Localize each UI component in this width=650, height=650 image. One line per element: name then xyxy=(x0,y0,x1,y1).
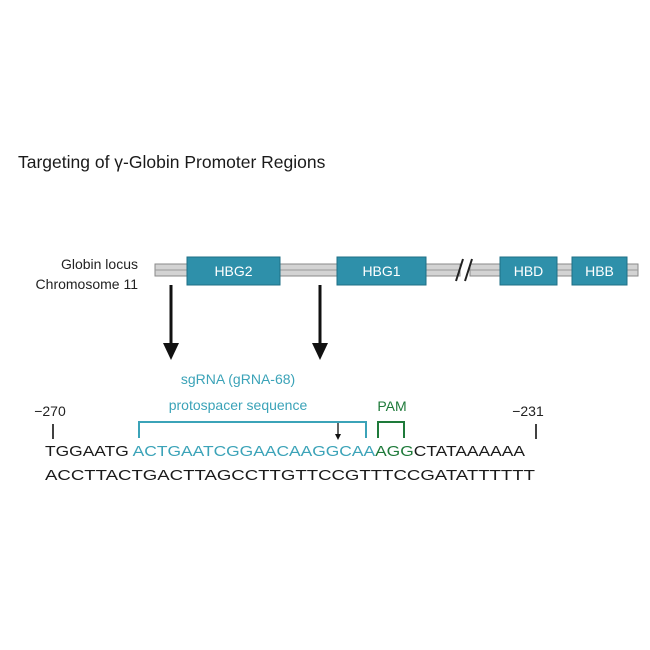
pam-label: PAM xyxy=(377,398,406,414)
diagram-title: Targeting of γ-Globin Promoter Regions xyxy=(18,152,326,172)
top-strand-right: CTATAAAAAA xyxy=(414,444,526,460)
gene-hbg1: HBG1 xyxy=(336,256,427,286)
position-end-label: −231 xyxy=(512,403,544,419)
bottom-strand: ACCTTACTGACTTAGCCTTGTTCCGTTTCCGATATTTTTT xyxy=(45,468,535,484)
gene-label-hbd: HBD xyxy=(514,263,544,279)
gene-label-hbb: HBB xyxy=(585,263,614,279)
gene-hbg2: HBG2 xyxy=(186,256,281,286)
chromosome-break-mark xyxy=(455,258,473,282)
gene-hbb: HBB xyxy=(571,256,628,286)
gene-label-hbg1: HBG1 xyxy=(362,263,400,279)
promoter-arrow-hbg1 xyxy=(312,285,328,360)
locus-label-line2: Chromosome 11 xyxy=(36,276,139,292)
promoter-arrow-hbg2 xyxy=(163,285,179,360)
protospacer-bracket xyxy=(138,421,367,438)
sgrna-label-line1: sgRNA (gRNA-68) xyxy=(181,371,295,387)
top-strand-left: TGGAATG xyxy=(45,444,129,460)
gene-label-hbg2: HBG2 xyxy=(214,263,252,279)
gene-hbd: HBD xyxy=(499,256,558,286)
sgrna-label-line2: protospacer sequence xyxy=(169,397,308,413)
cut-site-arrow xyxy=(335,423,341,440)
position-start-label: −270 xyxy=(34,403,66,419)
top-strand-pam: AGG xyxy=(375,444,414,460)
locus-label-line1: Globin locus xyxy=(61,256,138,272)
top-strand-protospacer: ACTGAATCGGAACAAGGCAA xyxy=(133,444,376,460)
pam-bracket xyxy=(377,421,405,438)
